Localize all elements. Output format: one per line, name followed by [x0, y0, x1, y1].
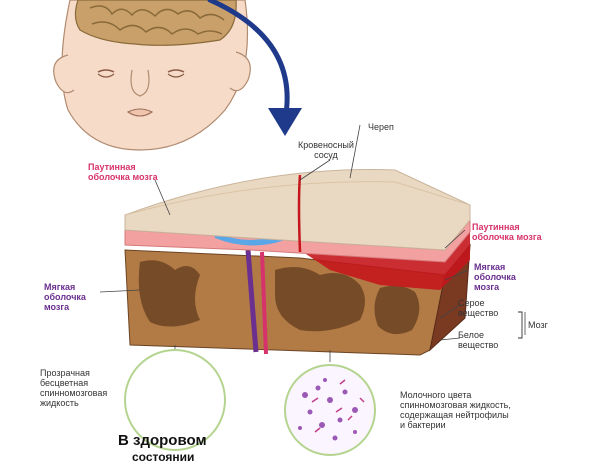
- head-illustration: [53, 0, 251, 151]
- label-gray-matter: Серое вещество: [458, 298, 499, 318]
- caption-healthy-cut: состоянии: [132, 450, 195, 464]
- label-milky-csf: Молочного цвета спинномозговая жидкость,…: [400, 390, 511, 430]
- magnifier-clear-csf: [124, 349, 226, 451]
- label-brain: Мозг: [528, 320, 548, 330]
- label-pia-left: Мягкая оболочка мозга: [44, 282, 86, 312]
- label-blood-vessel: Кровеносный сосуд: [298, 140, 354, 160]
- pointer-arrow: [207, 0, 302, 136]
- leader-lines: [99, 124, 526, 362]
- label-pia-right: Мягкая оболочка мозга: [474, 262, 516, 292]
- label-skull: Череп: [368, 122, 394, 132]
- cross-section-block: [124, 169, 471, 356]
- label-clear-csf: Прозрачная бесцветная спинномозговая жид…: [40, 368, 108, 408]
- magnifier-infected-csf: [284, 364, 376, 456]
- label-arachnoid-right: Паутинная оболочка мозга: [472, 222, 542, 242]
- label-white-matter: Белое вещество: [458, 330, 499, 350]
- brain-bracket: [518, 311, 523, 339]
- caption-healthy: В здоровом: [118, 432, 207, 449]
- label-arachnoid-left: Паутинная оболочка мозга: [88, 162, 158, 182]
